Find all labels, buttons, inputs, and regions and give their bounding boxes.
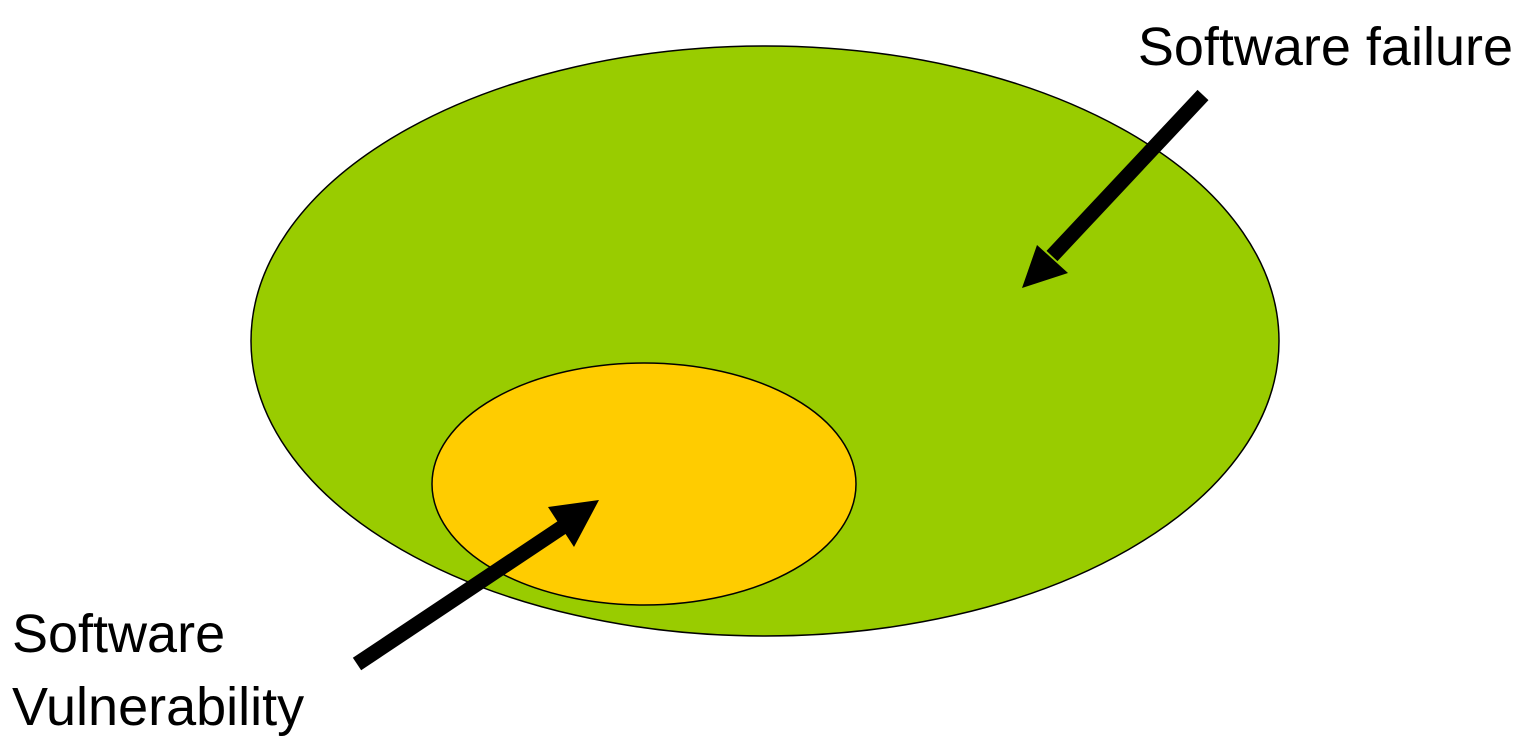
software-failure-label: Software failure: [1138, 17, 1513, 77]
software-vulnerability-arrow: [352, 500, 599, 671]
software-vulnerability-label-line1: Software: [12, 604, 225, 664]
software-failure-arrow: [1022, 89, 1209, 288]
software-vulnerability-label-line2: Vulnerability: [12, 677, 304, 737]
